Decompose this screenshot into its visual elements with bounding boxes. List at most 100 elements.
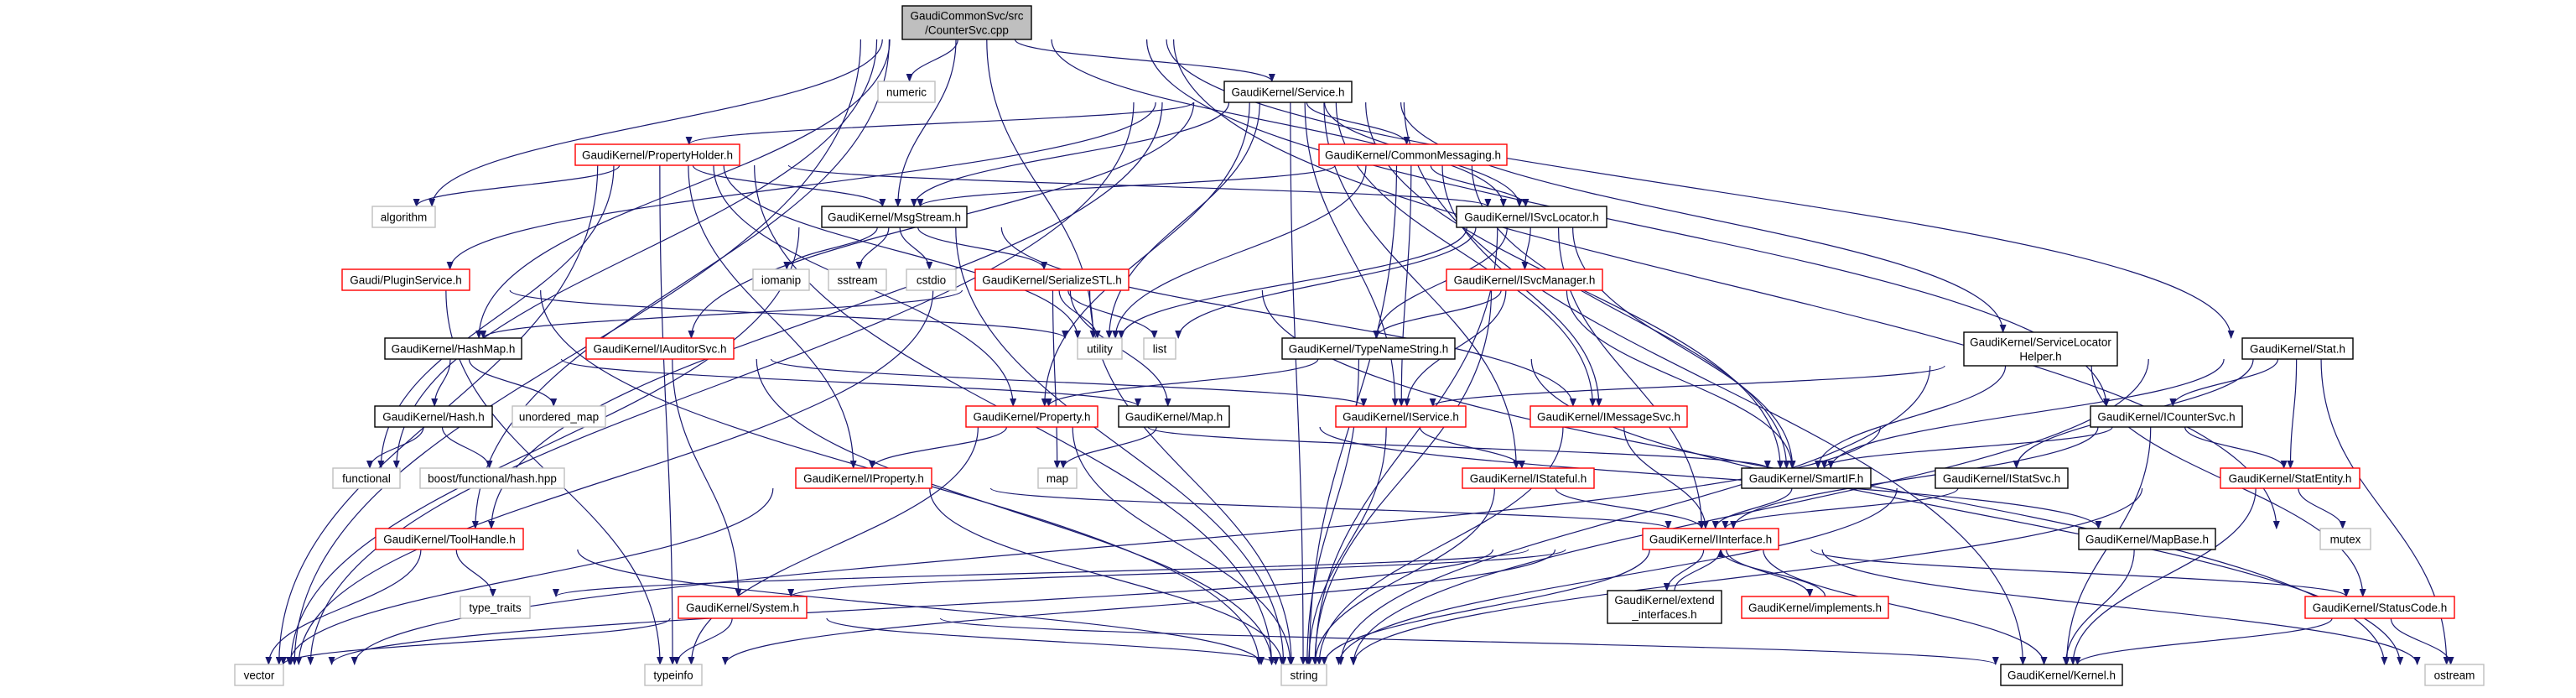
node-propertyholder[interactable]: GaudiKernel/PropertyHolder.h bbox=[574, 143, 740, 166]
node-box bbox=[2241, 337, 2354, 360]
nodes-layer: GaudiCommonSvc/src/CounterSvc.cpp numeric… bbox=[234, 5, 2485, 686]
edge-isvclocator-to-utility bbox=[1118, 227, 1467, 339]
node-iinterface[interactable]: GaudiKernel/IInterface.h bbox=[1642, 528, 1779, 550]
node-isvclocator[interactable]: GaudiKernel/ISvcLocator.h bbox=[1456, 206, 1607, 228]
node-box bbox=[384, 337, 522, 360]
edge-statuscode-to-ostream bbox=[2390, 617, 2454, 665]
node-label: GaudiKernel/ICounterSvc.h bbox=[2097, 411, 2235, 424]
node-label: type_traits bbox=[469, 602, 522, 614]
edge-smartif-to-iinterface bbox=[1711, 487, 1793, 529]
edge-stat-to-smartif bbox=[1827, 358, 2225, 469]
edge-icountersvc-to-iinterface bbox=[1730, 426, 2099, 529]
node-numeric: numeric bbox=[877, 81, 936, 103]
node-imessagesvc[interactable]: GaudiKernel/IMessageSvc.h bbox=[1530, 405, 1688, 428]
edge-propertyholder-to-algorithm bbox=[413, 164, 621, 207]
edge-icountersvc-to-smartif bbox=[1820, 426, 2113, 469]
node-isvcmanager[interactable]: GaudiKernel/ISvcManager.h bbox=[1446, 268, 1603, 291]
node-label: typeinfo bbox=[653, 669, 693, 682]
node-iproperty[interactable]: GaudiKernel/IProperty.h bbox=[795, 467, 932, 489]
node-label: GaudiKernel/StatusCode.h bbox=[2313, 602, 2448, 614]
node-system[interactable]: GaudiKernel/System.h bbox=[678, 596, 808, 619]
node-statuscode[interactable]: GaudiKernel/StatusCode.h bbox=[2304, 596, 2455, 619]
edge-msgstream-to-cstdio bbox=[899, 227, 933, 270]
node-label: sstream bbox=[837, 274, 877, 287]
node-iservice[interactable]: GaudiKernel/IService.h bbox=[1335, 405, 1467, 428]
node-icountersvc[interactable]: GaudiKernel/ICounterSvc.h bbox=[2090, 405, 2243, 428]
edge-statentity-to-string bbox=[1349, 487, 2143, 665]
edge-typenamestring-to-property bbox=[1045, 358, 1319, 407]
node-pluginservice[interactable]: Gaudi/PluginService.h bbox=[341, 268, 470, 291]
node-smartif[interactable]: GaudiKernel/SmartIF.h bbox=[1741, 467, 1872, 489]
edge-countersvc-to-service bbox=[1014, 39, 1275, 82]
node-cstdio: cstdio bbox=[906, 268, 957, 291]
edge-isvclocator-to-list bbox=[1175, 227, 1477, 339]
node-box bbox=[1963, 331, 2118, 367]
node-label: GaudiKernel/IMessageSvc.h bbox=[1537, 411, 1680, 424]
edge-iinterface-to-kernel bbox=[1763, 549, 2048, 665]
node-hash[interactable]: GaudiKernel/Hash.h bbox=[374, 405, 493, 428]
node-label: GaudiKernel/ISvcManager.h bbox=[1454, 274, 1596, 287]
edge-countersvc-to-isvclocator bbox=[1051, 39, 1507, 207]
edge-istateful-to-string bbox=[1311, 487, 1495, 665]
edge-commonmessaging-to-utility bbox=[1112, 164, 1367, 339]
edge-iservice-to-istateful bbox=[1419, 426, 1525, 469]
edge-iinterface-to-implements bbox=[1726, 549, 1814, 597]
node-label: cstdio bbox=[917, 274, 946, 287]
edge-msgstream-to-string bbox=[955, 227, 1287, 665]
edge-iinterface-to-vector bbox=[328, 549, 1493, 665]
node-commonmessaging[interactable]: GaudiKernel/CommonMessaging.h bbox=[1318, 143, 1508, 166]
node-box bbox=[1281, 337, 1456, 360]
node-serializestl[interactable]: GaudiKernel/SerializeSTL.h bbox=[974, 268, 1130, 291]
edge-iinterface-to-string bbox=[1321, 549, 1650, 665]
edge-property-to-iproperty bbox=[869, 426, 1008, 469]
edge-iinterface-to-extend_interfaces bbox=[1663, 549, 1705, 591]
node-string: string bbox=[1280, 664, 1327, 686]
node-label: iomanip bbox=[761, 274, 801, 287]
node-map-h[interactable]: GaudiKernel/Map.h bbox=[1118, 405, 1230, 428]
node-istateful[interactable]: GaudiKernel/IStateful.h bbox=[1462, 467, 1595, 489]
node-box bbox=[2304, 596, 2455, 619]
node-extend-interfaces[interactable]: GaudiKernel/extend_interfaces.h bbox=[1607, 590, 1722, 624]
node-label: GaudiKernel/IService.h bbox=[1343, 411, 1459, 424]
node-toolhandle[interactable]: GaudiKernel/ToolHandle.h bbox=[375, 528, 524, 550]
edge-hash-to-boosthash bbox=[441, 426, 493, 469]
node-implements[interactable]: GaudiKernel/implements.h bbox=[1741, 596, 1889, 619]
edge-pluginservice-to-utility bbox=[509, 289, 1068, 339]
edge-propertyholder-to-utility bbox=[723, 164, 1082, 339]
node-box bbox=[2220, 467, 2360, 489]
node-box bbox=[1335, 405, 1467, 428]
node-istatsvc[interactable]: GaudiKernel/IStatSvc.h bbox=[1935, 467, 2069, 489]
node-countersvc[interactable]: GaudiCommonSvc/src/CounterSvc.cpp bbox=[901, 5, 1032, 40]
node-box bbox=[1741, 596, 1889, 619]
edge-toolhandle-to-vector bbox=[265, 549, 422, 665]
node-service[interactable]: GaudiKernel/Service.h bbox=[1223, 81, 1353, 103]
edge-servicelocatorhelper-to-smartif bbox=[1815, 365, 2007, 469]
node-label: boost/functional/hash.hpp bbox=[428, 472, 557, 485]
edge-commonmessaging-to-iservice bbox=[1398, 164, 1412, 407]
edge-hashmap-to-unordered_map bbox=[468, 358, 558, 407]
node-label: GaudiKernel/SmartIF.h bbox=[1749, 472, 1864, 485]
node-property[interactable]: GaudiKernel/Property.h bbox=[965, 405, 1098, 428]
node-box bbox=[877, 81, 936, 103]
node-statentity[interactable]: GaudiKernel/StatEntity.h bbox=[2220, 467, 2360, 489]
node-label: GaudiKernel/ToolHandle.h bbox=[383, 534, 516, 546]
node-typenamestring[interactable]: GaudiKernel/TypeNameString.h bbox=[1281, 337, 1456, 360]
edge-serializestl-to-map bbox=[1052, 289, 1061, 469]
edge-service-to-propertyholder bbox=[685, 102, 1194, 145]
node-label: Gaudi/PluginService.h bbox=[350, 274, 462, 287]
node-stat[interactable]: GaudiKernel/Stat.h bbox=[2241, 337, 2354, 360]
node-label: GaudiKernel/extend_interfaces.h bbox=[1614, 594, 1714, 621]
edge-system-to-string bbox=[826, 617, 1280, 665]
node-msgstream[interactable]: GaudiKernel/MsgStream.h bbox=[821, 206, 968, 228]
node-sstream: sstream bbox=[828, 268, 887, 291]
node-label: GaudiKernel/System.h bbox=[686, 602, 799, 614]
node-box bbox=[341, 268, 470, 291]
edge-iinterface-to-statuscode bbox=[1810, 549, 2350, 597]
node-kernel[interactable]: GaudiKernel/Kernel.h bbox=[2000, 664, 2123, 686]
edge-propertyholder-to-typeinfo bbox=[659, 164, 677, 665]
node-mapbase[interactable]: GaudiKernel/MapBase.h bbox=[2078, 528, 2216, 550]
node-iauditorsvc[interactable]: GaudiKernel/IAuditorSvc.h bbox=[585, 337, 735, 360]
node-typeinfo: typeinfo bbox=[644, 664, 703, 686]
node-hashmap[interactable]: GaudiKernel/HashMap.h bbox=[384, 337, 522, 360]
